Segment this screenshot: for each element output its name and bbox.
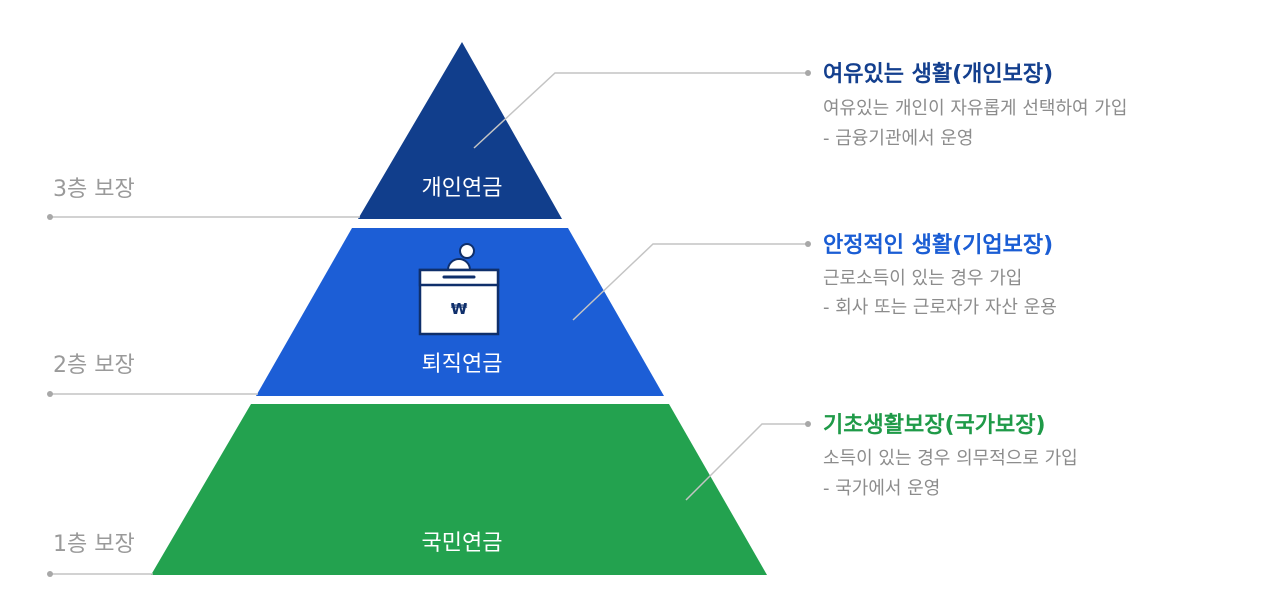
tier-3-shape <box>358 42 562 219</box>
level-label-2: 2층 보장 <box>47 353 258 397</box>
svg-text:- 국가에서 운영: - 국가에서 운영 <box>823 478 940 499</box>
description-tier-3: 여유있는 생활(개인보장) 여유있는 개인이 자유롭게 선택하여 가입 - 금융… <box>823 62 1127 149</box>
description-tier-2: 안정적인 생활(기업보장) 근로소득이 있는 경우 가입 - 회사 또는 근로자… <box>823 233 1057 318</box>
svg-text:소득이 있는 경우 의무적으로 가입: 소득이 있는 경우 의무적으로 가입 <box>823 448 1078 469</box>
svg-text:1층 보장: 1층 보장 <box>53 532 135 557</box>
svg-text:3층 보장: 3층 보장 <box>53 177 135 202</box>
won-symbol: ₩ <box>451 300 468 318</box>
tier-1-name: 국민연금 <box>422 531 503 556</box>
svg-text:여유있는 생활(개인보장): 여유있는 생활(개인보장) <box>823 62 1053 87</box>
description-tier-1: 기초생활보장(국가보장) 소득이 있는 경우 의무적으로 가입 - 국가에서 운… <box>823 413 1078 499</box>
svg-text:근로소득이 있는 경우 가입: 근로소득이 있는 경우 가입 <box>823 268 1022 289</box>
svg-text:안정적인 생활(기업보장): 안정적인 생활(기업보장) <box>823 233 1053 258</box>
savings-box-icon: ₩ <box>418 243 500 336</box>
tier-1-shape <box>151 404 767 575</box>
level-label-3: 3층 보장 <box>47 177 360 220</box>
connector-2 <box>572 241 811 321</box>
svg-text:기초생활보장(국가보장): 기초생활보장(국가보장) <box>823 413 1046 438</box>
svg-text:- 금융기관에서 운영: - 금융기관에서 운영 <box>823 128 973 149</box>
svg-text:2층 보장: 2층 보장 <box>53 353 135 378</box>
level-label-1: 1층 보장 <box>47 532 153 577</box>
svg-text:- 회사 또는 근로자가 자산 운용: - 회사 또는 근로자가 자산 운용 <box>823 297 1057 318</box>
tier-2-name: 퇴직연금 <box>422 352 503 377</box>
connector-1 <box>685 421 811 501</box>
connector-3 <box>473 70 811 149</box>
tier-3-name: 개인연금 <box>422 176 503 201</box>
svg-text:여유있는 개인이 자유롭게 선택하여 가입: 여유있는 개인이 자유롭게 선택하여 가입 <box>823 98 1127 119</box>
